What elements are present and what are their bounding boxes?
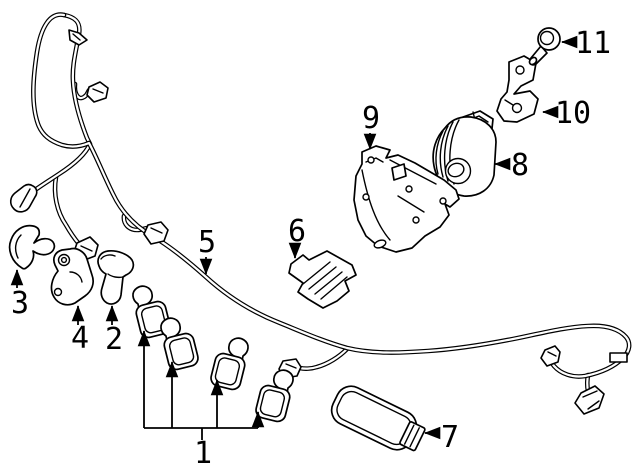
sensor-3 [208, 337, 249, 392]
callout-1: 1 [137, 330, 265, 471]
callout-1-label: 1 [194, 436, 212, 471]
sensor-4 [253, 369, 294, 424]
part-6-drawing [288, 250, 357, 309]
harness-connector-end [540, 345, 561, 367]
part-1-sensors-drawing [132, 285, 294, 424]
callout-3-label: 3 [11, 286, 29, 321]
callout-3: 3 [10, 269, 29, 321]
part-9-bracket-drawing [353, 145, 460, 253]
wiring-harness-drawing [9, 12, 632, 415]
callout-5: 5 [198, 225, 216, 275]
callout-11: 11 [561, 26, 611, 61]
callout-8-label: 8 [511, 148, 529, 183]
callout-8: 8 [494, 148, 529, 183]
part-8-camera-drawing [432, 110, 497, 197]
part-11-bolt-drawing [528, 27, 561, 66]
callout-6: 6 [288, 214, 306, 259]
callout-10: 10 [542, 96, 591, 131]
callout-7: 7 [424, 420, 459, 455]
callout-5-label: 5 [198, 225, 216, 260]
harness-connector-mid [143, 221, 169, 245]
callout-4: 4 [71, 305, 89, 356]
callout-11-label: 11 [575, 26, 611, 61]
callout-10-label: 10 [555, 96, 591, 131]
part-2-drawing [97, 250, 135, 305]
harness-clip-right [609, 352, 628, 363]
sensor-2 [160, 317, 201, 372]
callout-9-label: 9 [362, 101, 380, 136]
part-7-drawing [330, 385, 426, 452]
part-4-drawing [50, 247, 95, 306]
callout-2-label: 2 [105, 322, 123, 357]
callout-6-label: 6 [288, 214, 306, 249]
part-3-drawing [8, 224, 56, 270]
harness-clip-top [68, 29, 88, 46]
callout-2: 2 [105, 305, 123, 357]
callout-9: 9 [362, 101, 380, 150]
harness-connector-upper [86, 81, 109, 103]
callout-4-label: 4 [71, 321, 89, 356]
harness-connector-bottom [574, 385, 605, 415]
callout-7-label: 7 [441, 420, 459, 455]
part-10-bracket-drawing [496, 55, 539, 123]
harness-barrel-connector [9, 183, 38, 213]
callout-1-bracket [144, 427, 258, 440]
